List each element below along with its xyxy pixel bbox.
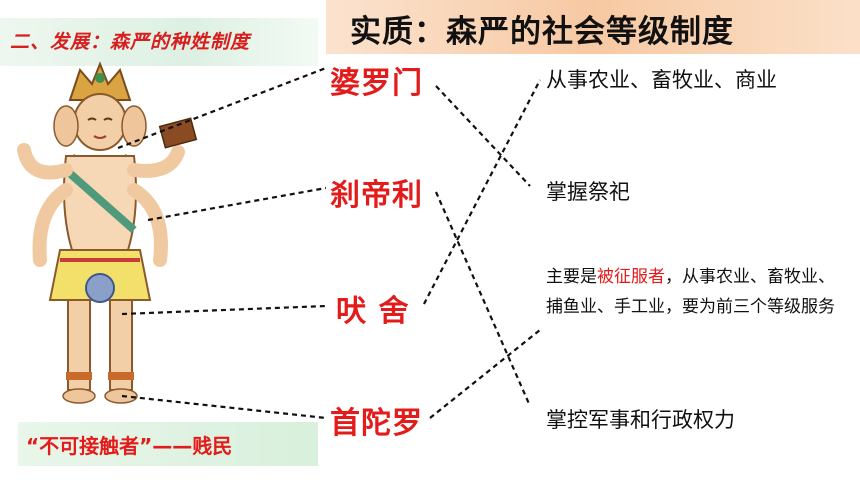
head-to-brahmin-line bbox=[117, 66, 327, 150]
section-banner bbox=[0, 18, 318, 66]
caste-brahmin: 婆罗门 bbox=[330, 66, 423, 101]
thigh-to-vaishya-line bbox=[121, 304, 327, 316]
shudra-to-conquered-line bbox=[429, 329, 541, 419]
section-title: 二、发展：森严的种姓制度 bbox=[10, 31, 251, 53]
caste-shudra: 首陀罗 bbox=[330, 406, 423, 441]
duty-conquered-highlight: 被征服者 bbox=[597, 267, 665, 287]
duty-conquered: 主要是被征服者，从事农业、畜牧业、捕鱼业、手工业，要为前三个等级服务 bbox=[546, 262, 846, 322]
untouchables-banner bbox=[18, 422, 318, 466]
brahma-figure-illustration bbox=[17, 61, 198, 404]
duty-conquered-rest: ，从事农业、畜牧业、捕鱼业、手工业，要为前三个等级服务 bbox=[546, 267, 835, 317]
vaishya-to-commerce-line bbox=[423, 79, 541, 305]
brahmin-to-sacrifice-line bbox=[435, 85, 531, 187]
kshatriya-to-military-line bbox=[434, 191, 532, 407]
caste-vaishya: 吠 舍 bbox=[336, 294, 410, 329]
duty-sacrifice: 掌握祭祀 bbox=[546, 180, 630, 204]
duty-military: 掌控军事和行政权力 bbox=[546, 408, 735, 432]
caste-kshatriya: 刹帝利 bbox=[330, 178, 423, 213]
essence-banner bbox=[326, 0, 860, 54]
essence-title: 实质：森严的社会等级制度 bbox=[350, 14, 734, 50]
duty-conquered-prefix: 主要是 bbox=[546, 267, 597, 287]
arm-to-kshatriya-line bbox=[147, 186, 327, 222]
feet-to-shudra-line bbox=[121, 394, 327, 420]
untouchables-label: “不可接触者”——贱民 bbox=[26, 434, 233, 458]
duty-commerce: 从事农业、畜牧业、商业 bbox=[546, 68, 777, 92]
